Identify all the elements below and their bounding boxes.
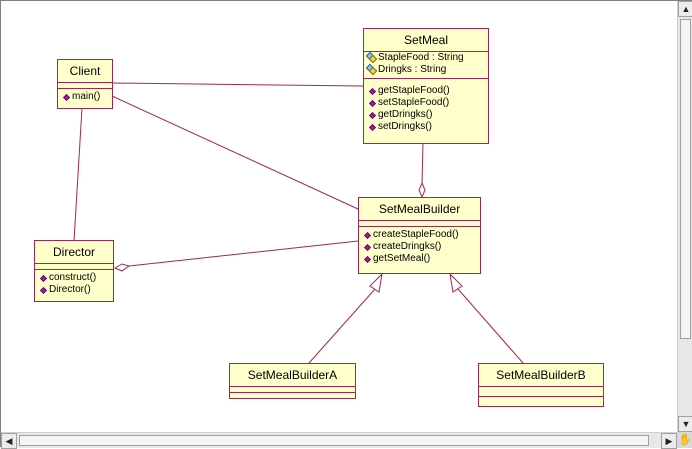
operation-diamond-icon	[363, 243, 372, 251]
operations-compartment: getStapleFood() setStapleFood() getDring…	[364, 79, 488, 136]
attribute-icon	[365, 63, 378, 76]
class-setmealbuilder-b[interactable]: SetMealBuilderB	[478, 363, 604, 407]
generalization-b-builder[interactable]	[457, 288, 524, 364]
operation-diamond-icon	[363, 231, 372, 239]
operation-diamond-icon	[62, 93, 71, 101]
operation[interactable]: getDringks()	[368, 109, 488, 121]
horizontal-scroll-thumb[interactable]	[19, 435, 649, 446]
operations-compartment: main()	[58, 89, 112, 106]
aggregation-setmeal-builder[interactable]	[421, 142, 424, 184]
class-director[interactable]: Director construct() Director()	[34, 240, 114, 302]
class-client[interactable]: Client main()	[57, 59, 113, 109]
vertical-scroll-thumb[interactable]	[680, 19, 691, 339]
operations-compartment	[230, 393, 355, 398]
diagram-canvas[interactable]: Client main() SetMeal StapleFood : Strin…	[1, 1, 677, 432]
operations-compartment	[479, 397, 603, 406]
generalization-arrow-b	[449, 272, 463, 293]
operation-diamond-icon	[368, 99, 377, 107]
attributes-compartment	[58, 83, 112, 89]
attributes-compartment	[35, 264, 113, 270]
generalization-a-builder[interactable]	[308, 288, 376, 364]
association-client-setmeal[interactable]	[111, 82, 364, 87]
aggregation-diamond-director	[113, 263, 131, 272]
class-setmeal[interactable]: SetMeal StapleFood : String Dringks : St…	[363, 28, 489, 144]
operation[interactable]: setStapleFood()	[368, 97, 488, 109]
attributes-compartment: StapleFood : String Dringks : String	[364, 51, 488, 79]
attribute-icon	[365, 51, 378, 64]
class-name: SetMeal	[364, 29, 488, 52]
operations-compartment: createStapleFood() createDringks() getSe…	[359, 227, 480, 268]
arrow-up-icon[interactable]: ▲	[678, 1, 692, 17]
operation-diamond-icon	[39, 286, 48, 294]
operation-diamond-icon	[368, 111, 377, 119]
operation[interactable]: createStapleFood()	[363, 229, 480, 241]
attribute[interactable]: Dringks : String	[365, 63, 488, 76]
attribute[interactable]: StapleFood : String	[365, 51, 488, 64]
operation[interactable]: setDringks()	[368, 121, 488, 133]
arrow-down-icon[interactable]: ▼	[678, 416, 692, 432]
class-name: SetMealBuilder	[359, 198, 480, 221]
attributes-compartment	[479, 387, 603, 397]
operation-diamond-icon	[368, 87, 377, 95]
generalization-arrow-a	[369, 272, 383, 293]
operation[interactable]: createDringks()	[363, 241, 480, 253]
class-setmealbuilder-a[interactable]: SetMealBuilderA	[229, 363, 356, 399]
operation-diamond-icon	[368, 123, 377, 131]
operation-diamond-icon	[39, 274, 48, 282]
hand-pan-icon[interactable]: ✋	[677, 432, 692, 448]
operation[interactable]: construct()	[39, 272, 113, 284]
association-client-director[interactable]	[73, 107, 83, 242]
class-name: SetMealBuilderB	[479, 364, 603, 387]
horizontal-scrollbar[interactable]: ◀ ▶	[1, 432, 677, 449]
operation-diamond-icon	[363, 255, 372, 263]
attributes-compartment	[359, 221, 480, 227]
operation[interactable]: main()	[62, 91, 112, 103]
operation[interactable]: Director()	[39, 284, 113, 296]
class-name: Director	[35, 241, 113, 264]
aggregation-director-builder[interactable]	[128, 240, 359, 267]
class-setmealbuilder[interactable]: SetMealBuilder createStapleFood() create…	[358, 197, 481, 274]
operations-compartment: construct() Director()	[35, 270, 113, 299]
operation[interactable]: getStapleFood()	[368, 85, 488, 97]
class-name: Client	[58, 60, 112, 83]
association-client-builder[interactable]	[111, 95, 359, 210]
operation[interactable]: getSetMeal()	[363, 253, 480, 265]
relationship-lines	[73, 82, 524, 364]
attributes-compartment	[230, 387, 355, 393]
vertical-scrollbar[interactable]: ▲ ▼	[677, 1, 692, 432]
aggregation-diamond-setmeal	[418, 181, 426, 199]
class-name: SetMealBuilderA	[230, 364, 355, 387]
